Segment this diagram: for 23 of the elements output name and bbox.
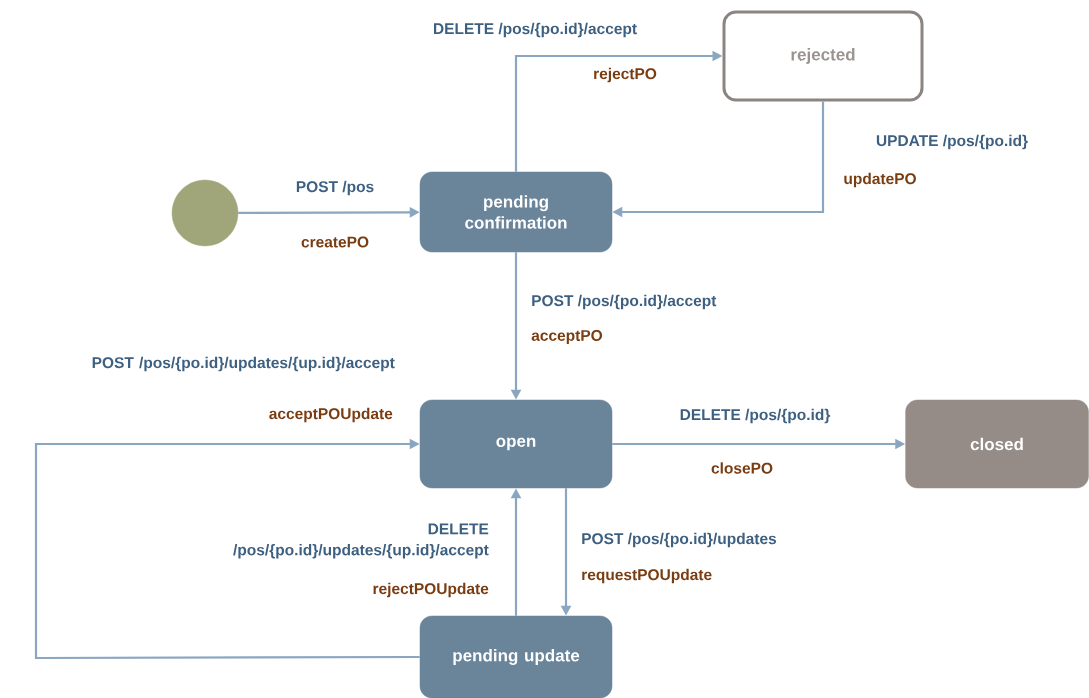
operation-label: rejectPOUpdate xyxy=(373,582,489,598)
edge-label: POST /pos/{po.id}/updates/{up.id}/accept xyxy=(92,356,395,372)
operation-label: rejectPO xyxy=(594,67,657,83)
state-box: pending update xyxy=(419,615,613,698)
operation-label: acceptPOUpdate xyxy=(269,407,393,423)
start-circle xyxy=(171,179,239,247)
edge-label: DELETE /pos/{po.id}/accept xyxy=(434,22,637,38)
edge-label: POST /pos xyxy=(296,180,374,196)
operation-label: acceptPO xyxy=(531,330,603,344)
edge-label: POST /pos/{po.id}/updates xyxy=(582,532,777,548)
operation-label: closePO xyxy=(711,462,773,474)
edge-label: POST /pos/{po.id}/accept xyxy=(532,294,717,310)
state-box: closed xyxy=(905,399,1089,489)
edge-label: DELETE /pos/{po.id}/updates/{up.id}/accept xyxy=(233,523,489,559)
arrow xyxy=(34,438,420,660)
operation-label: requestPOUpdate xyxy=(582,568,712,584)
operation-label: updatePO xyxy=(844,172,916,188)
operation-label: createPO xyxy=(301,236,369,248)
state-box: open xyxy=(419,399,613,489)
state-box: pending confirmation xyxy=(419,171,613,253)
edge-label: UPDATE /pos/{po.id} xyxy=(876,134,1028,150)
state-box: rejected xyxy=(722,10,924,102)
edge-label: DELETE /pos/{po.id} xyxy=(680,408,831,424)
